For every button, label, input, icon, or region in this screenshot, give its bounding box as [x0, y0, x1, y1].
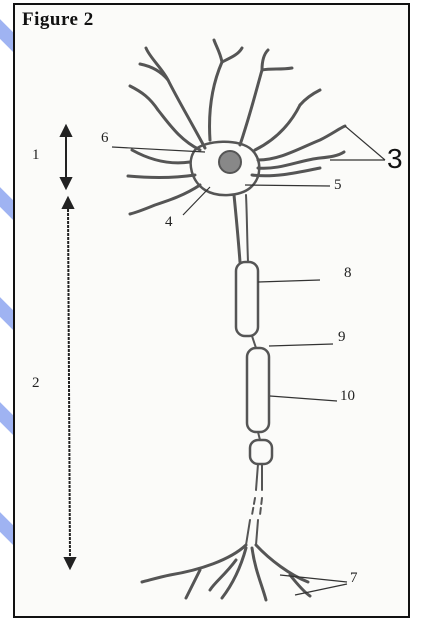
myelin-sheath: [236, 262, 258, 336]
dendrite: [300, 90, 320, 105]
range-arrow-2: [68, 205, 70, 562]
axon-terminal: [186, 570, 200, 598]
dendrite: [222, 48, 242, 62]
dendrite: [262, 68, 292, 70]
label-2: 2: [32, 375, 40, 392]
dendrite: [262, 50, 268, 70]
arrowhead: [63, 198, 73, 208]
label-3: 3: [387, 143, 403, 175]
pointer-line-5: [245, 185, 330, 186]
axon: [256, 464, 262, 490]
label-1: 1: [32, 147, 40, 164]
nucleus: [219, 151, 241, 173]
axon: [246, 520, 258, 545]
pointer-line-3a: [345, 126, 385, 160]
pointer-line-9: [269, 344, 333, 346]
axon-terminal: [142, 545, 246, 582]
arrowhead: [61, 126, 71, 136]
pointer-line-8: [258, 280, 320, 282]
label-5: 5: [334, 177, 342, 194]
label-10: 10: [340, 388, 355, 405]
dendrite: [132, 150, 190, 163]
dendrite: [128, 175, 195, 177]
dendrite: [240, 70, 262, 145]
label-4: 4: [165, 214, 173, 231]
label-6: 6: [101, 130, 109, 147]
dendrite: [255, 105, 300, 150]
dendrite: [210, 62, 223, 140]
pointer-line-10: [270, 396, 337, 401]
dendrite: [130, 185, 200, 214]
dendrite: [214, 40, 222, 62]
axon: [252, 498, 262, 515]
axon-terminal: [256, 545, 308, 582]
label-7: 7: [350, 570, 358, 587]
label-9: 9: [338, 329, 346, 346]
axon-terminal: [252, 548, 266, 600]
arrowhead: [61, 178, 71, 188]
pointer-line-7a: [280, 575, 347, 582]
myelin-sheath: [247, 348, 269, 432]
myelin-sheath: [250, 440, 272, 464]
axon: [246, 195, 248, 262]
pointer-line-6: [112, 147, 205, 152]
arrowhead: [65, 558, 75, 568]
axon: [234, 195, 240, 262]
label-8: 8: [344, 265, 352, 282]
axon: [252, 336, 256, 348]
